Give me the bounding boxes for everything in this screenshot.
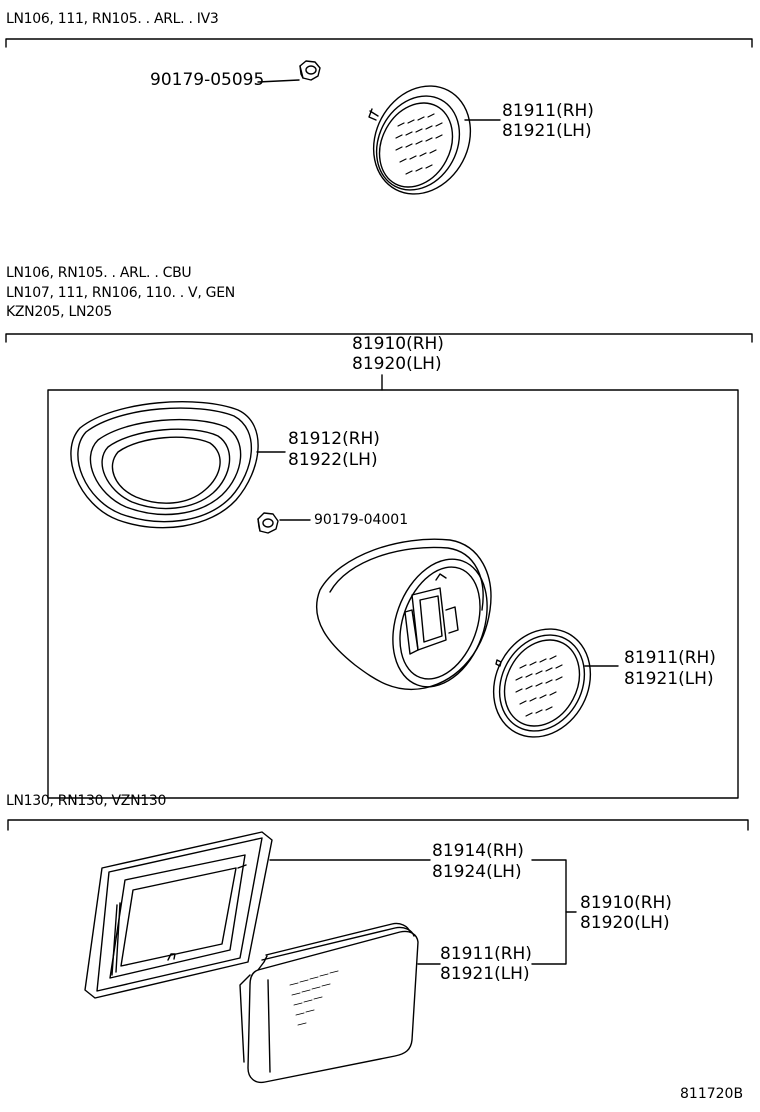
part-number-81912-rh: 81912(RH) (288, 429, 380, 449)
assembly-number-81910-rh: 81910(RH) (352, 334, 444, 354)
part-number-90179-04001: 90179-04001 (314, 512, 409, 528)
part-number-81921-lh-3: 81921(LH) (440, 964, 530, 984)
assembly-number-81910-rh-2: 81910(RH) (580, 893, 672, 913)
part-number-81911-rh-3: 81911(RH) (440, 944, 532, 964)
bezel-ring-icon (70, 401, 259, 529)
section2-header-line1: LN106, RN105. . ARL. . CBU (6, 265, 192, 281)
part-number-81924-lh: 81924(LH) (432, 862, 522, 882)
section3-header: LN130, RN130, VZN130 (6, 793, 167, 809)
rect-lens-icon (239, 922, 419, 1084)
assembly-number-81920-lh: 81920(LH) (352, 354, 442, 374)
section1-header: LN106, 111, RN105. . ARL. . IV3 (6, 11, 219, 27)
part-number-81911-rh-2: 81911(RH) (624, 648, 716, 668)
section2-bracket (5, 333, 753, 343)
rect-frame-icon (84, 831, 273, 999)
assembly-number-81920-lh-2: 81920(LH) (580, 913, 670, 933)
part-number-81921-lh: 81921(LH) (502, 121, 592, 141)
part-number-81921-lh-2: 81921(LH) (624, 669, 714, 689)
part-number-90179-05095: 90179-05095 (150, 70, 265, 90)
part-number-81911-rh: 81911(RH) (502, 101, 594, 121)
nut-icon-1 (299, 60, 321, 81)
figure-id: 811720B (680, 1086, 744, 1102)
part-number-81922-lh: 81922(LH) (288, 450, 378, 470)
section1-bracket (5, 38, 753, 48)
round-lens-icon-2 (492, 628, 592, 738)
assembly-box (47, 389, 739, 799)
section3-bracket (7, 819, 749, 831)
assembly-bracket (531, 859, 567, 965)
lamp-housing-icon (315, 538, 502, 690)
round-lens-icon-1 (368, 85, 472, 195)
section2-header-line2: LN107, 111, RN106, 110. . V, GEN (6, 285, 235, 301)
part-number-81914-rh: 81914(RH) (432, 841, 524, 861)
nut-icon-2 (257, 512, 279, 534)
section2-header-line3: KZN205, LN205 (6, 304, 112, 320)
